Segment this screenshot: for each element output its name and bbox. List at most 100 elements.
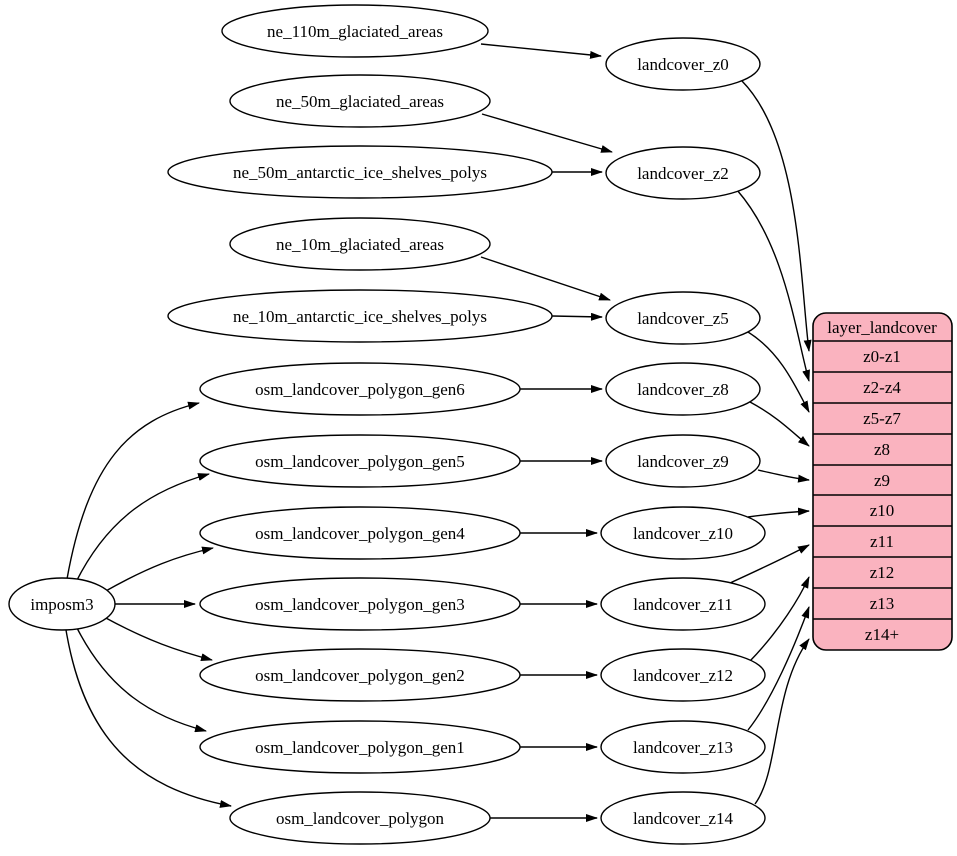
landcover_z10-label: landcover_z10: [633, 524, 733, 543]
node-ne_110m_glaciated_areas: ne_110m_glaciated_areas: [221, 4, 489, 58]
edge-ne_110m_glaciated_areas-to-landcover_z0: [480, 43, 602, 59]
landcover_z2-ellipse: [605, 146, 761, 200]
ne_10m_glaciated_areas-ellipse: [229, 217, 491, 271]
landcover_z2-label: landcover_z2: [637, 164, 729, 183]
edge-layer: [65, 43, 812, 822]
node-osm_landcover_polygon: osm_landcover_polygon: [229, 791, 491, 845]
node-landcover_z2: landcover_z2: [605, 146, 761, 200]
osm_landcover_polygon-label: osm_landcover_polygon: [276, 809, 445, 828]
edge-landcover_z14-to-row-z14plus: [754, 638, 810, 805]
landcover_z13-ellipse: [600, 720, 766, 774]
edge-landcover_z12-to-row-z12: [749, 576, 810, 662]
table-row-z10: z10: [870, 501, 895, 520]
landcover_z0-ellipse: [605, 37, 761, 91]
table-title: layer_landcover: [827, 318, 937, 337]
table-row-z14plus: z14+: [865, 625, 899, 644]
ne_50m_antarctic_ice_shelves_polys-label: ne_50m_antarctic_ice_shelves_polys: [233, 163, 487, 182]
edge-imposm3-to-osm_landcover_polygon_gen6: [66, 401, 200, 580]
node-landcover_z11: landcover_z11: [600, 577, 766, 631]
edge-ne_10m_antarctic_ice_shelves_polys-to-landcover_z5: [551, 312, 603, 321]
landcover_z5-label: landcover_z5: [637, 309, 729, 328]
landcover_z11-ellipse: [600, 577, 766, 631]
table-row-z8: z8: [874, 440, 890, 459]
edge-imposm3-to-osm_landcover_polygon_gen4: [103, 546, 214, 593]
node-ne_10m_glaciated_areas: ne_10m_glaciated_areas: [229, 217, 491, 271]
table-row-z12: z12: [870, 563, 895, 582]
node-osm_landcover_polygon_gen2: osm_landcover_polygon_gen2: [199, 648, 521, 702]
edge-landcover_z9-to-row-z9: [757, 469, 810, 483]
ne_110m_glaciated_areas-label: ne_110m_glaciated_areas: [267, 22, 443, 41]
osm_landcover_polygon_gen1-label: osm_landcover_polygon_gen1: [255, 738, 465, 757]
edge-imposm3-to-osm_landcover_polygon_gen5: [75, 473, 210, 583]
edge-landcover_z11-to-row-z11: [729, 544, 810, 584]
edge-landcover_z5-to-row-z5-z7: [747, 331, 810, 413]
osm_landcover_polygon-ellipse: [229, 791, 491, 845]
landcover_z9-label: landcover_z9: [637, 452, 729, 471]
edge-ne_10m_glaciated_areas-to-landcover_z5: [480, 256, 611, 301]
table-layer_landcover: layer_landcover z0-z1 z2-z4 z5-z7 z8 z9 …: [812, 312, 953, 651]
edge-imposm3-to-osm_landcover_polygon: [65, 629, 232, 808]
table-row-z5-z7: z5-z7: [863, 409, 901, 428]
imposm3-ellipse: [8, 577, 116, 631]
ne_10m_antarctic_ice_shelves_polys-label: ne_10m_antarctic_ice_shelves_polys: [233, 307, 487, 326]
imposm3-label: imposm3: [30, 595, 93, 614]
node-osm_landcover_polygon_gen5: osm_landcover_polygon_gen5: [199, 434, 521, 488]
node-landcover_z8: landcover_z8: [605, 362, 761, 416]
osm_landcover_polygon_gen4-label: osm_landcover_polygon_gen4: [255, 524, 465, 543]
osm_landcover_polygon_gen6-ellipse: [199, 362, 521, 416]
edge-imposm3-to-osm_landcover_polygon_gen2: [103, 616, 213, 662]
node-layer: ne_110m_glaciated_areas ne_50m_glaciated…: [8, 4, 766, 845]
landcover_z14-label: landcover_z14: [633, 809, 734, 828]
osm_landcover_polygon_gen5-ellipse: [199, 434, 521, 488]
node-osm_landcover_polygon_gen3: osm_landcover_polygon_gen3: [199, 577, 521, 631]
ne_110m_glaciated_areas-ellipse: [221, 4, 489, 58]
node-ne_10m_antarctic_ice_shelves_polys: ne_10m_antarctic_ice_shelves_polys: [167, 289, 553, 343]
osm_landcover_polygon_gen3-ellipse: [199, 577, 521, 631]
osm_landcover_polygon_gen1-ellipse: [199, 720, 521, 774]
node-landcover_z13: landcover_z13: [600, 720, 766, 774]
landcover_z13-label: landcover_z13: [633, 738, 733, 757]
node-landcover_z9: landcover_z9: [605, 434, 761, 488]
table-row-z9: z9: [874, 471, 890, 490]
landcover_z10-ellipse: [600, 506, 766, 560]
landcover_z8-label: landcover_z8: [637, 380, 729, 399]
edge-landcover_z0-to-row-z0-z1: [741, 80, 812, 352]
landcover_z5-ellipse: [605, 291, 761, 345]
osm_landcover_polygon_gen4-ellipse: [199, 506, 521, 560]
node-landcover_z14: landcover_z14: [600, 791, 766, 845]
landcover_z0-label: landcover_z0: [637, 55, 729, 74]
table-row-z2-z4: z2-z4: [863, 378, 901, 397]
node-ne_50m_antarctic_ice_shelves_polys: ne_50m_antarctic_ice_shelves_polys: [167, 145, 553, 199]
ne_50m_glaciated_areas-label: ne_50m_glaciated_areas: [276, 92, 444, 111]
osm_landcover_polygon_gen6-label: osm_landcover_polygon_gen6: [255, 380, 465, 399]
node-osm_landcover_polygon_gen1: osm_landcover_polygon_gen1: [199, 720, 521, 774]
table-row-z11: z11: [870, 532, 894, 551]
node-ne_50m_glaciated_areas: ne_50m_glaciated_areas: [229, 74, 491, 128]
edge-landcover_z13-to-row-z13: [747, 606, 810, 731]
ne_50m_antarctic_ice_shelves_polys-ellipse: [167, 145, 553, 199]
osm_landcover_polygon_gen3-label: osm_landcover_polygon_gen3: [255, 595, 465, 614]
osm_landcover_polygon_gen2-ellipse: [199, 648, 521, 702]
landcover_z11-label: landcover_z11: [633, 595, 732, 614]
edge-landcover_z2-to-row-z2-z4: [736, 189, 810, 382]
table-row-z0-z1: z0-z1: [863, 347, 901, 366]
table-background: [812, 312, 953, 651]
node-landcover_z12: landcover_z12: [600, 648, 766, 702]
landcover_z12-ellipse: [600, 648, 766, 702]
edge-landcover_z10-to-row-z10: [747, 507, 810, 518]
edge-ne_50m_glaciated_areas-to-landcover_z2: [481, 113, 613, 153]
osm_landcover_polygon_gen2-label: osm_landcover_polygon_gen2: [255, 666, 465, 685]
table-row-z13: z13: [870, 594, 895, 613]
edge-imposm3-to-osm_landcover_polygon_gen1: [75, 625, 207, 733]
landcover_z12-label: landcover_z12: [633, 666, 733, 685]
ne_10m_glaciated_areas-label: ne_10m_glaciated_areas: [276, 235, 444, 254]
landcover_z9-ellipse: [605, 434, 761, 488]
node-landcover_z10: landcover_z10: [600, 506, 766, 560]
edge-landcover_z8-to-row-z8: [749, 401, 810, 447]
node-landcover_z0: landcover_z0: [605, 37, 761, 91]
landcover_z8-ellipse: [605, 362, 761, 416]
ne_50m_glaciated_areas-ellipse: [229, 74, 491, 128]
node-imposm3: imposm3: [8, 577, 116, 631]
